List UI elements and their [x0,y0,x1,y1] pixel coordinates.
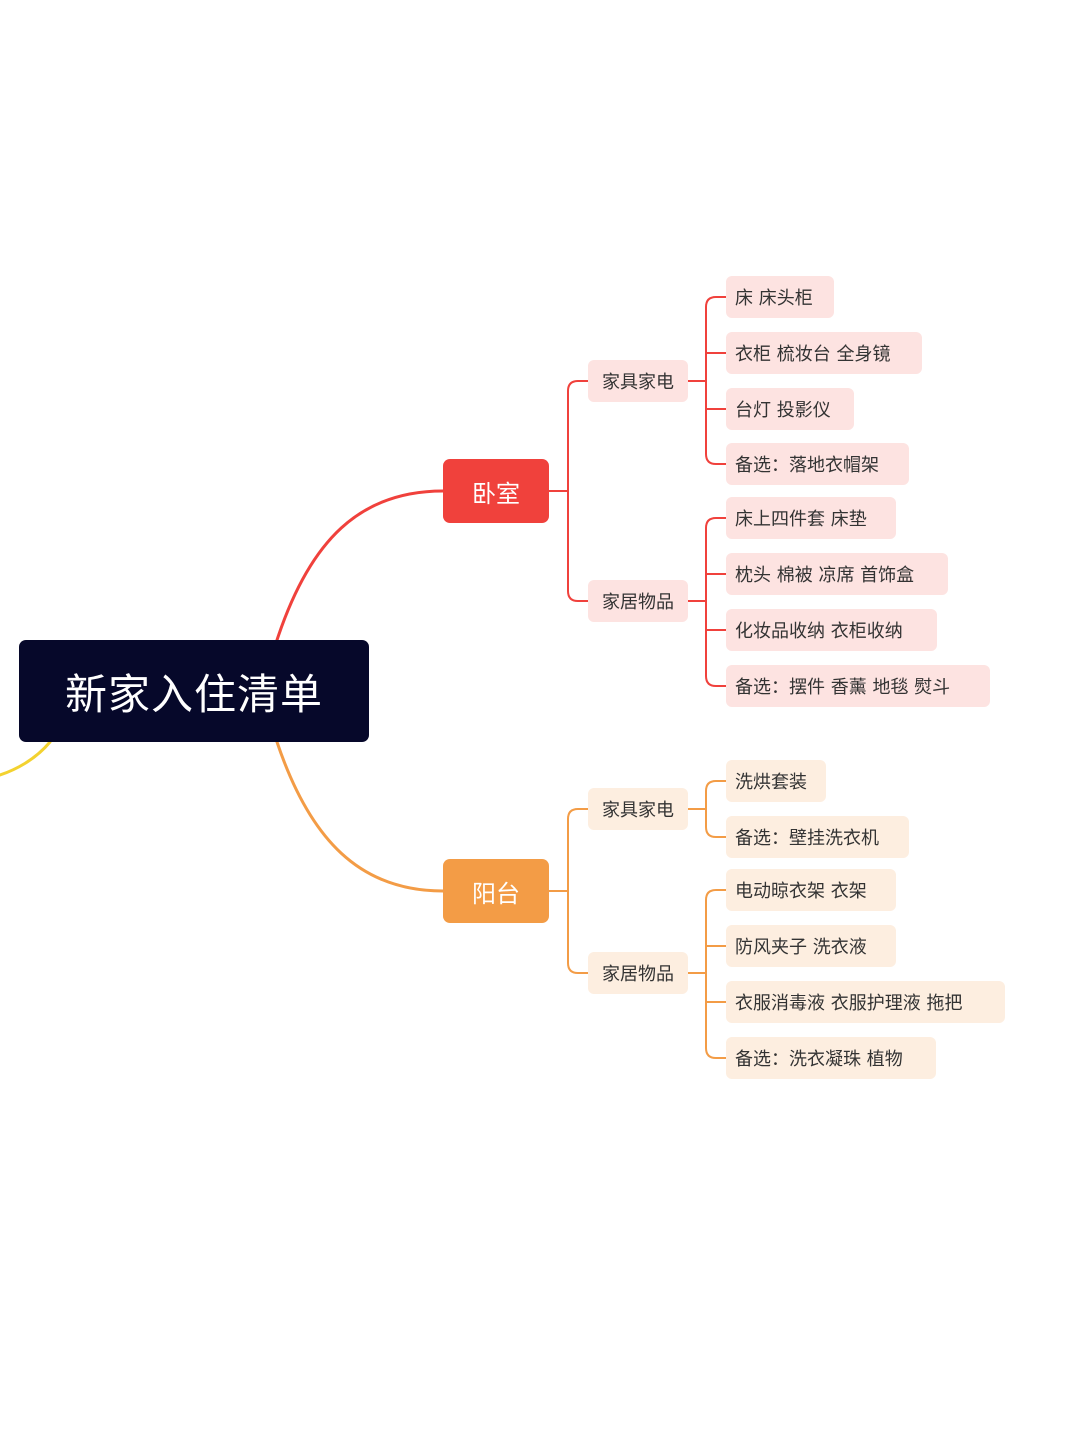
root-to-balcony-connector [275,740,445,893]
balcony-household-item[interactable]: 衣服消毒液 衣服护理液 拖把 [726,981,1005,1023]
item-label: 床 床头柜 [735,288,813,309]
item-label: 备选：落地衣帽架 [735,455,879,476]
item-label: 衣柜 梳妆台 全身镜 [735,344,891,365]
item-label: 化妆品收纳 衣柜收纳 [735,621,903,642]
item-label: 防风夹子 洗衣液 [735,937,867,958]
balcony-groups-bracket-connector [567,808,589,974]
bedroom-appliances-item[interactable]: 台灯 投影仪 [726,388,854,430]
bedroom-household-item[interactable]: 备选：摆件 香薰 地毯 熨斗 [726,665,990,707]
balcony-appliances-bracket-connector [705,780,727,838]
bedroom-household-item[interactable]: 枕头 棉被 凉席 首饰盒 [726,553,948,595]
item-label: 洗烘套装 [735,772,807,793]
branch-balcony-label: 阳台 [472,879,520,908]
group-label: 家居物品 [602,592,674,613]
bedroom-appliances-bracket-connector [705,296,727,465]
balcony-household-item[interactable]: 备选：洗衣凝珠 植物 [726,1037,936,1079]
bedroom-appliances-item[interactable]: 床 床头柜 [726,276,834,318]
item-label: 台灯 投影仪 [735,400,831,421]
root-topic[interactable]: 新家入住清单 [19,640,369,742]
offscreen-branch-connector [0,740,52,777]
bedroom-group-household[interactable]: 家居物品 [588,580,688,622]
item-label: 枕头 棉被 凉席 首饰盒 [735,565,915,586]
bedroom-appliances-item[interactable]: 衣柜 梳妆台 全身镜 [726,332,922,374]
balcony-group-appliances[interactable]: 家具家电 [588,788,688,830]
item-label: 备选：摆件 香薰 地毯 熨斗 [735,677,951,698]
bedroom-household-item[interactable]: 床上四件套 床垫 [726,497,896,539]
bedroom-household-bracket-connector [705,517,727,687]
branch-balcony[interactable]: 阳台 [443,859,549,923]
root-topic-label: 新家入住清单 [64,669,323,719]
bedroom-group-appliances[interactable]: 家具家电 [588,360,688,402]
branch-bedroom[interactable]: 卧室 [443,459,549,523]
balcony-household-bracket-connector [705,889,727,1059]
balcony-appliances-item[interactable]: 备选：壁挂洗衣机 [726,816,909,858]
bedroom-groups-bracket-connector [567,380,589,602]
item-label: 备选：壁挂洗衣机 [735,828,879,849]
group-label: 家居物品 [602,964,674,985]
bedroom-household-item[interactable]: 化妆品收纳 衣柜收纳 [726,609,937,651]
balcony-group-household[interactable]: 家居物品 [588,952,688,994]
balcony-household-item[interactable]: 防风夹子 洗衣液 [726,925,896,967]
group-label: 家具家电 [602,372,674,393]
item-label: 衣服消毒液 衣服护理液 拖把 [735,993,963,1014]
item-label: 电动晾衣架 衣架 [735,881,867,902]
balcony-household-item[interactable]: 电动晾衣架 衣架 [726,869,896,911]
item-label: 床上四件套 床垫 [735,509,867,530]
root-to-bedroom-connector [275,489,445,642]
bedroom-appliances-item[interactable]: 备选：落地衣帽架 [726,443,909,485]
item-label: 备选：洗衣凝珠 植物 [735,1049,903,1070]
branch-bedroom-label: 卧室 [472,479,520,508]
group-label: 家具家电 [602,800,674,821]
balcony-appliances-item[interactable]: 洗烘套装 [726,760,826,802]
